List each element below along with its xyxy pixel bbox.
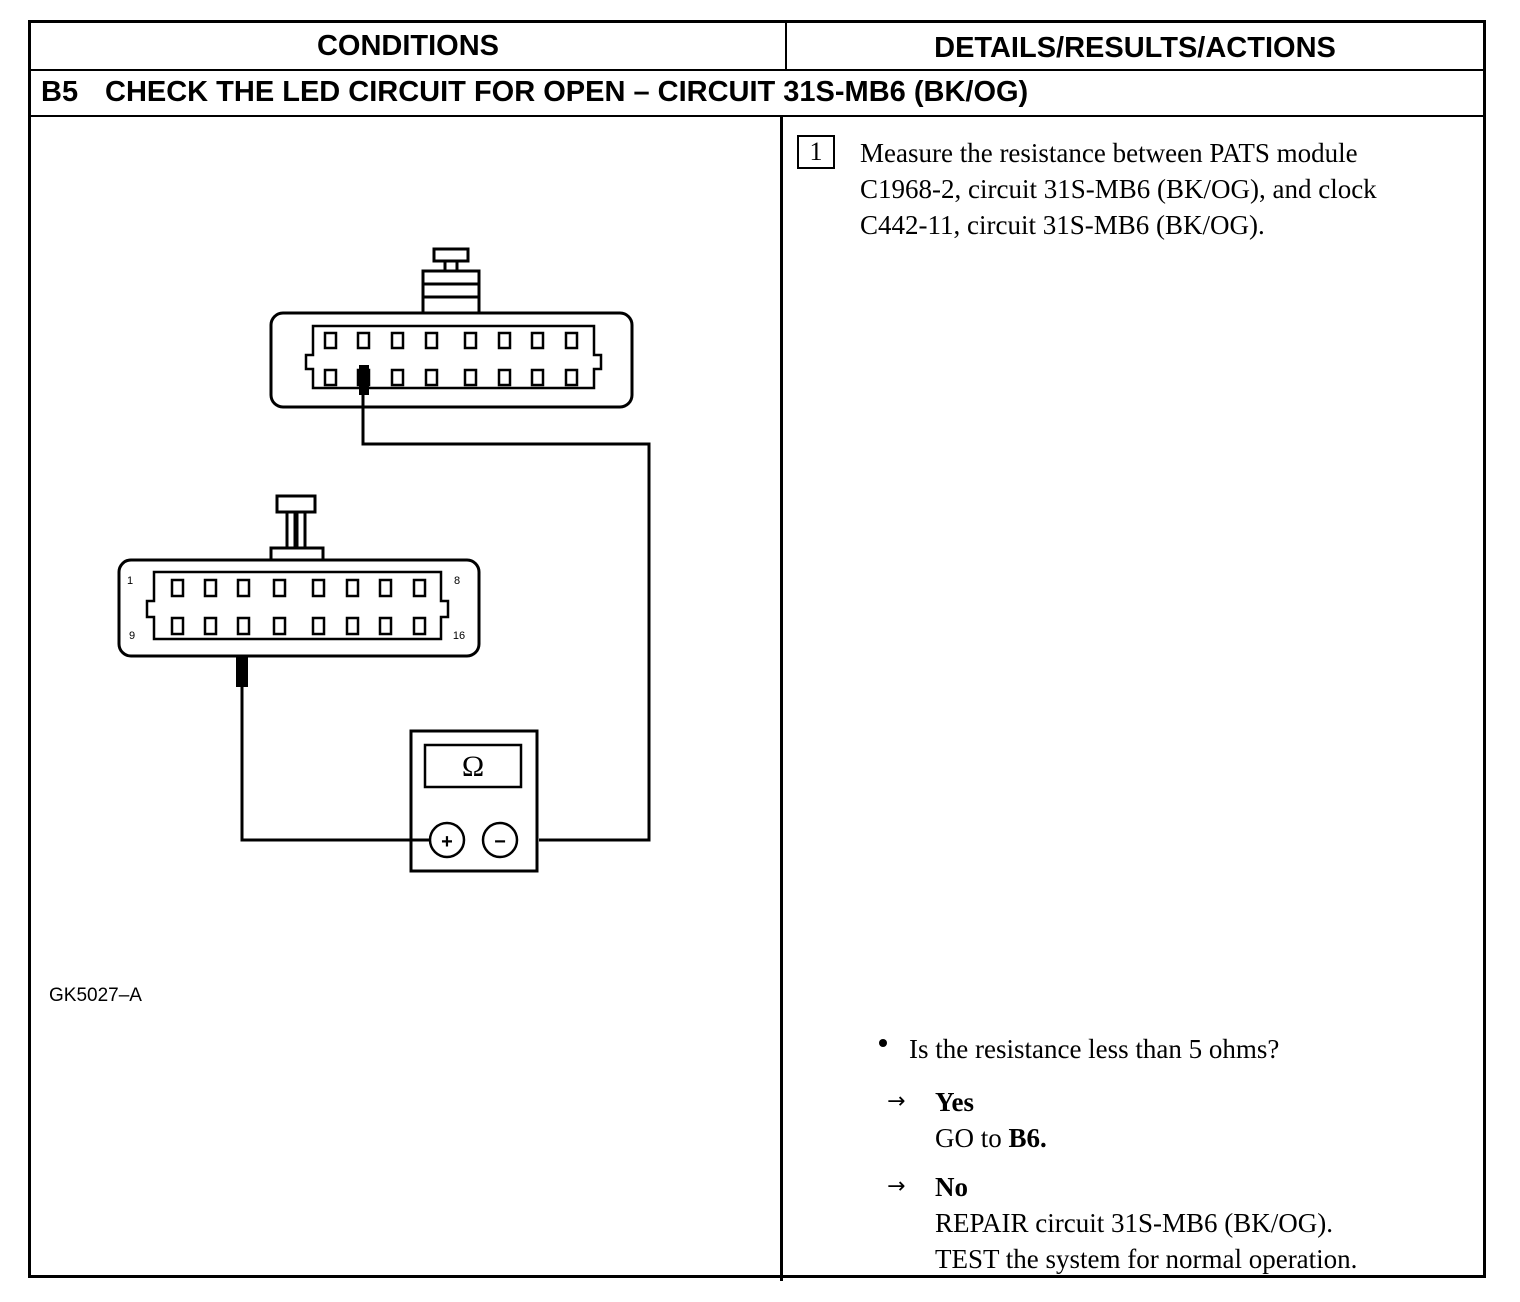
pin-label-8: 8 xyxy=(454,575,460,587)
connector-pin xyxy=(378,578,393,598)
upper-connector-pins xyxy=(323,331,579,387)
no-arrow-icon: → xyxy=(887,1174,906,1199)
lower-connector xyxy=(117,494,481,658)
connector-pin xyxy=(345,616,360,636)
connector-pin xyxy=(311,578,326,598)
connector-pin xyxy=(170,578,185,598)
header-divider xyxy=(785,23,787,69)
no-result-line: REPAIR circuit 31S-MB6 (BK/OG). xyxy=(935,1208,1334,1238)
action-step-number: 1 xyxy=(797,135,835,169)
details-header: DETAILS/RESULTS/ACTIONS xyxy=(934,32,1336,64)
connector-pin xyxy=(203,578,218,598)
minus-terminal-label: − xyxy=(494,831,506,853)
connector-pin xyxy=(564,331,579,350)
connector-pin xyxy=(272,578,287,598)
step-title: CHECK THE LED CIRCUIT FOR OPEN – CIRCUIT… xyxy=(105,76,1029,108)
step-id: B5 xyxy=(41,76,79,108)
connector-pin xyxy=(170,616,185,636)
pin-label-1: 1 xyxy=(127,575,133,587)
connector-pin xyxy=(412,578,427,598)
pin-label-16: 16 xyxy=(453,630,465,642)
connector-pin xyxy=(390,368,405,387)
connector-pin xyxy=(564,368,579,387)
connector-pin xyxy=(356,331,371,350)
step-heading: B5 CHECK THE LED CIRCUIT FOR OPEN – CIRC… xyxy=(31,71,1483,117)
connector-pin xyxy=(412,616,427,636)
diagnostic-table: CONDITIONS DETAILS/RESULTS/ACTIONS B5 CH… xyxy=(28,20,1486,1281)
instruction-line: C1968-2, circuit 31S-MB6 (BK/OG), and cl… xyxy=(860,174,1377,204)
column-divider xyxy=(780,117,783,1281)
wire-to-minus xyxy=(361,389,651,842)
no-label: No xyxy=(935,1172,968,1202)
question-bullet xyxy=(879,1039,887,1047)
connector-pin xyxy=(424,368,439,387)
connector-pin xyxy=(311,616,326,636)
instruction-line: Measure the resistance between PATS modu… xyxy=(860,138,1358,168)
conditions-header: CONDITIONS xyxy=(316,30,500,62)
connector-pin xyxy=(530,368,545,387)
ohmmeter xyxy=(409,729,539,873)
upper-connector xyxy=(269,247,634,409)
connector-pin xyxy=(236,578,251,598)
table-header: CONDITIONS DETAILS/RESULTS/ACTIONS xyxy=(31,23,1483,71)
yes-result-target: B6. xyxy=(1008,1123,1047,1153)
yes-arrow-icon: → xyxy=(887,1089,906,1114)
figure-id: GK5027–A xyxy=(49,985,142,1006)
connector-pin xyxy=(530,331,545,350)
plus-terminal-label: + xyxy=(441,831,453,853)
connector-pin xyxy=(323,331,338,350)
instruction-text: Measure the resistance between PATS modu… xyxy=(860,135,1470,243)
connector-pin xyxy=(497,331,512,350)
connector-pin xyxy=(497,368,512,387)
connector-pin xyxy=(323,368,338,387)
connector-pin xyxy=(424,331,439,350)
wire-to-plus xyxy=(240,673,431,842)
connector-pin xyxy=(345,578,360,598)
connector-pin xyxy=(236,616,251,636)
yes-label: Yes xyxy=(935,1087,974,1117)
question-text: Is the resistance less than 5 ohms? xyxy=(909,1034,1280,1064)
connector-pin xyxy=(463,368,478,387)
upper-probe xyxy=(359,365,369,395)
connector-pin xyxy=(463,331,478,350)
no-result-line: TEST the system for normal operation. xyxy=(935,1244,1358,1274)
yes-result: GO to B6. xyxy=(935,1120,1047,1156)
connector-pin xyxy=(390,331,405,350)
connector-pin xyxy=(203,616,218,636)
yes-result-prefix: GO to xyxy=(935,1123,1009,1153)
instruction-line: C442-11, circuit 31S-MB6 (BK/OG). xyxy=(860,210,1265,240)
no-result: REPAIR circuit 31S-MB6 (BK/OG). TEST the… xyxy=(935,1205,1357,1277)
connector-pin xyxy=(378,616,393,636)
pin-label-9: 9 xyxy=(129,630,135,642)
lower-connector-pins xyxy=(170,578,427,636)
connector-pin xyxy=(272,616,287,636)
ohm-symbol: Ω xyxy=(462,750,484,783)
lower-probe xyxy=(236,657,248,687)
wiring-diagram: Ω + − 1 8 9 16 xyxy=(117,247,651,873)
